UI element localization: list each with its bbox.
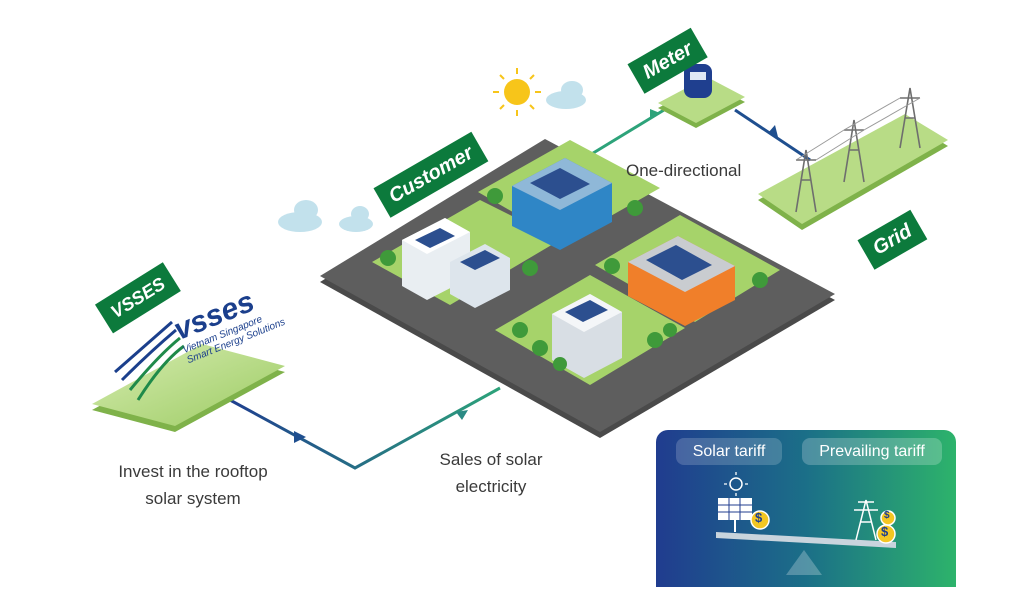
prevailing-tariff-pill: Prevailing tariff	[802, 438, 942, 465]
flow-lines	[229, 108, 811, 470]
building-gray-office	[552, 294, 622, 378]
sales-caption: Sales of solar electricity	[416, 446, 566, 500]
cloud-icon	[339, 206, 373, 232]
one-directional-caption: One-directional	[626, 161, 742, 180]
seesaw-icon	[786, 550, 822, 575]
transmission-tower-icon	[854, 499, 878, 541]
solar-tariff-pill: Solar tariff	[676, 438, 782, 465]
cloud-icon	[278, 200, 322, 232]
invest-caption-line1: Invest in the rooftop	[118, 462, 268, 481]
arrow-right-icon	[294, 431, 306, 443]
tariff-comparison-panel: Solar tariff Prevailing tariff	[656, 430, 956, 587]
arrow-left-icon	[768, 125, 778, 137]
solar-panel-icon	[565, 300, 608, 322]
coin-icon	[876, 510, 896, 544]
sun-icon	[724, 472, 748, 496]
trees	[380, 188, 768, 371]
prevailing-coin-symbol-bottom: $	[881, 524, 889, 539]
vsses-logo-swoosh	[114, 320, 185, 401]
transmission-tower-icon	[795, 87, 921, 213]
solar-panel-icon	[415, 228, 455, 248]
sales-caption-line2: electricity	[455, 477, 527, 496]
building-orange-factory	[628, 236, 735, 326]
solar-coin-symbol: $	[755, 510, 763, 525]
sales-caption-line1: Sales of solar	[439, 450, 543, 469]
invest-caption: Invest in the rooftop solar system	[88, 458, 298, 512]
solar-panel-icon	[530, 168, 590, 199]
invest-caption-line2: solar system	[145, 489, 241, 508]
sun-icon	[493, 68, 541, 116]
seesaw-graphic	[716, 472, 896, 575]
prevailing-coin-symbol-top: $	[884, 510, 890, 521]
building-blue-warehouse	[512, 158, 612, 250]
solar-panel-icon	[718, 498, 752, 532]
vsses-platform	[92, 320, 285, 432]
grid-platform	[758, 87, 948, 230]
cloud-icon	[546, 81, 586, 109]
arrow-right-icon	[456, 410, 468, 420]
building-white-office	[402, 218, 510, 308]
meter-icon	[684, 64, 712, 98]
arrow-left-icon	[650, 109, 660, 119]
meter-platform	[658, 64, 745, 128]
coin-icon	[750, 510, 770, 530]
solar-panel-icon	[646, 245, 712, 280]
solar-panel-icon	[460, 250, 500, 270]
customer-platform	[320, 139, 835, 438]
